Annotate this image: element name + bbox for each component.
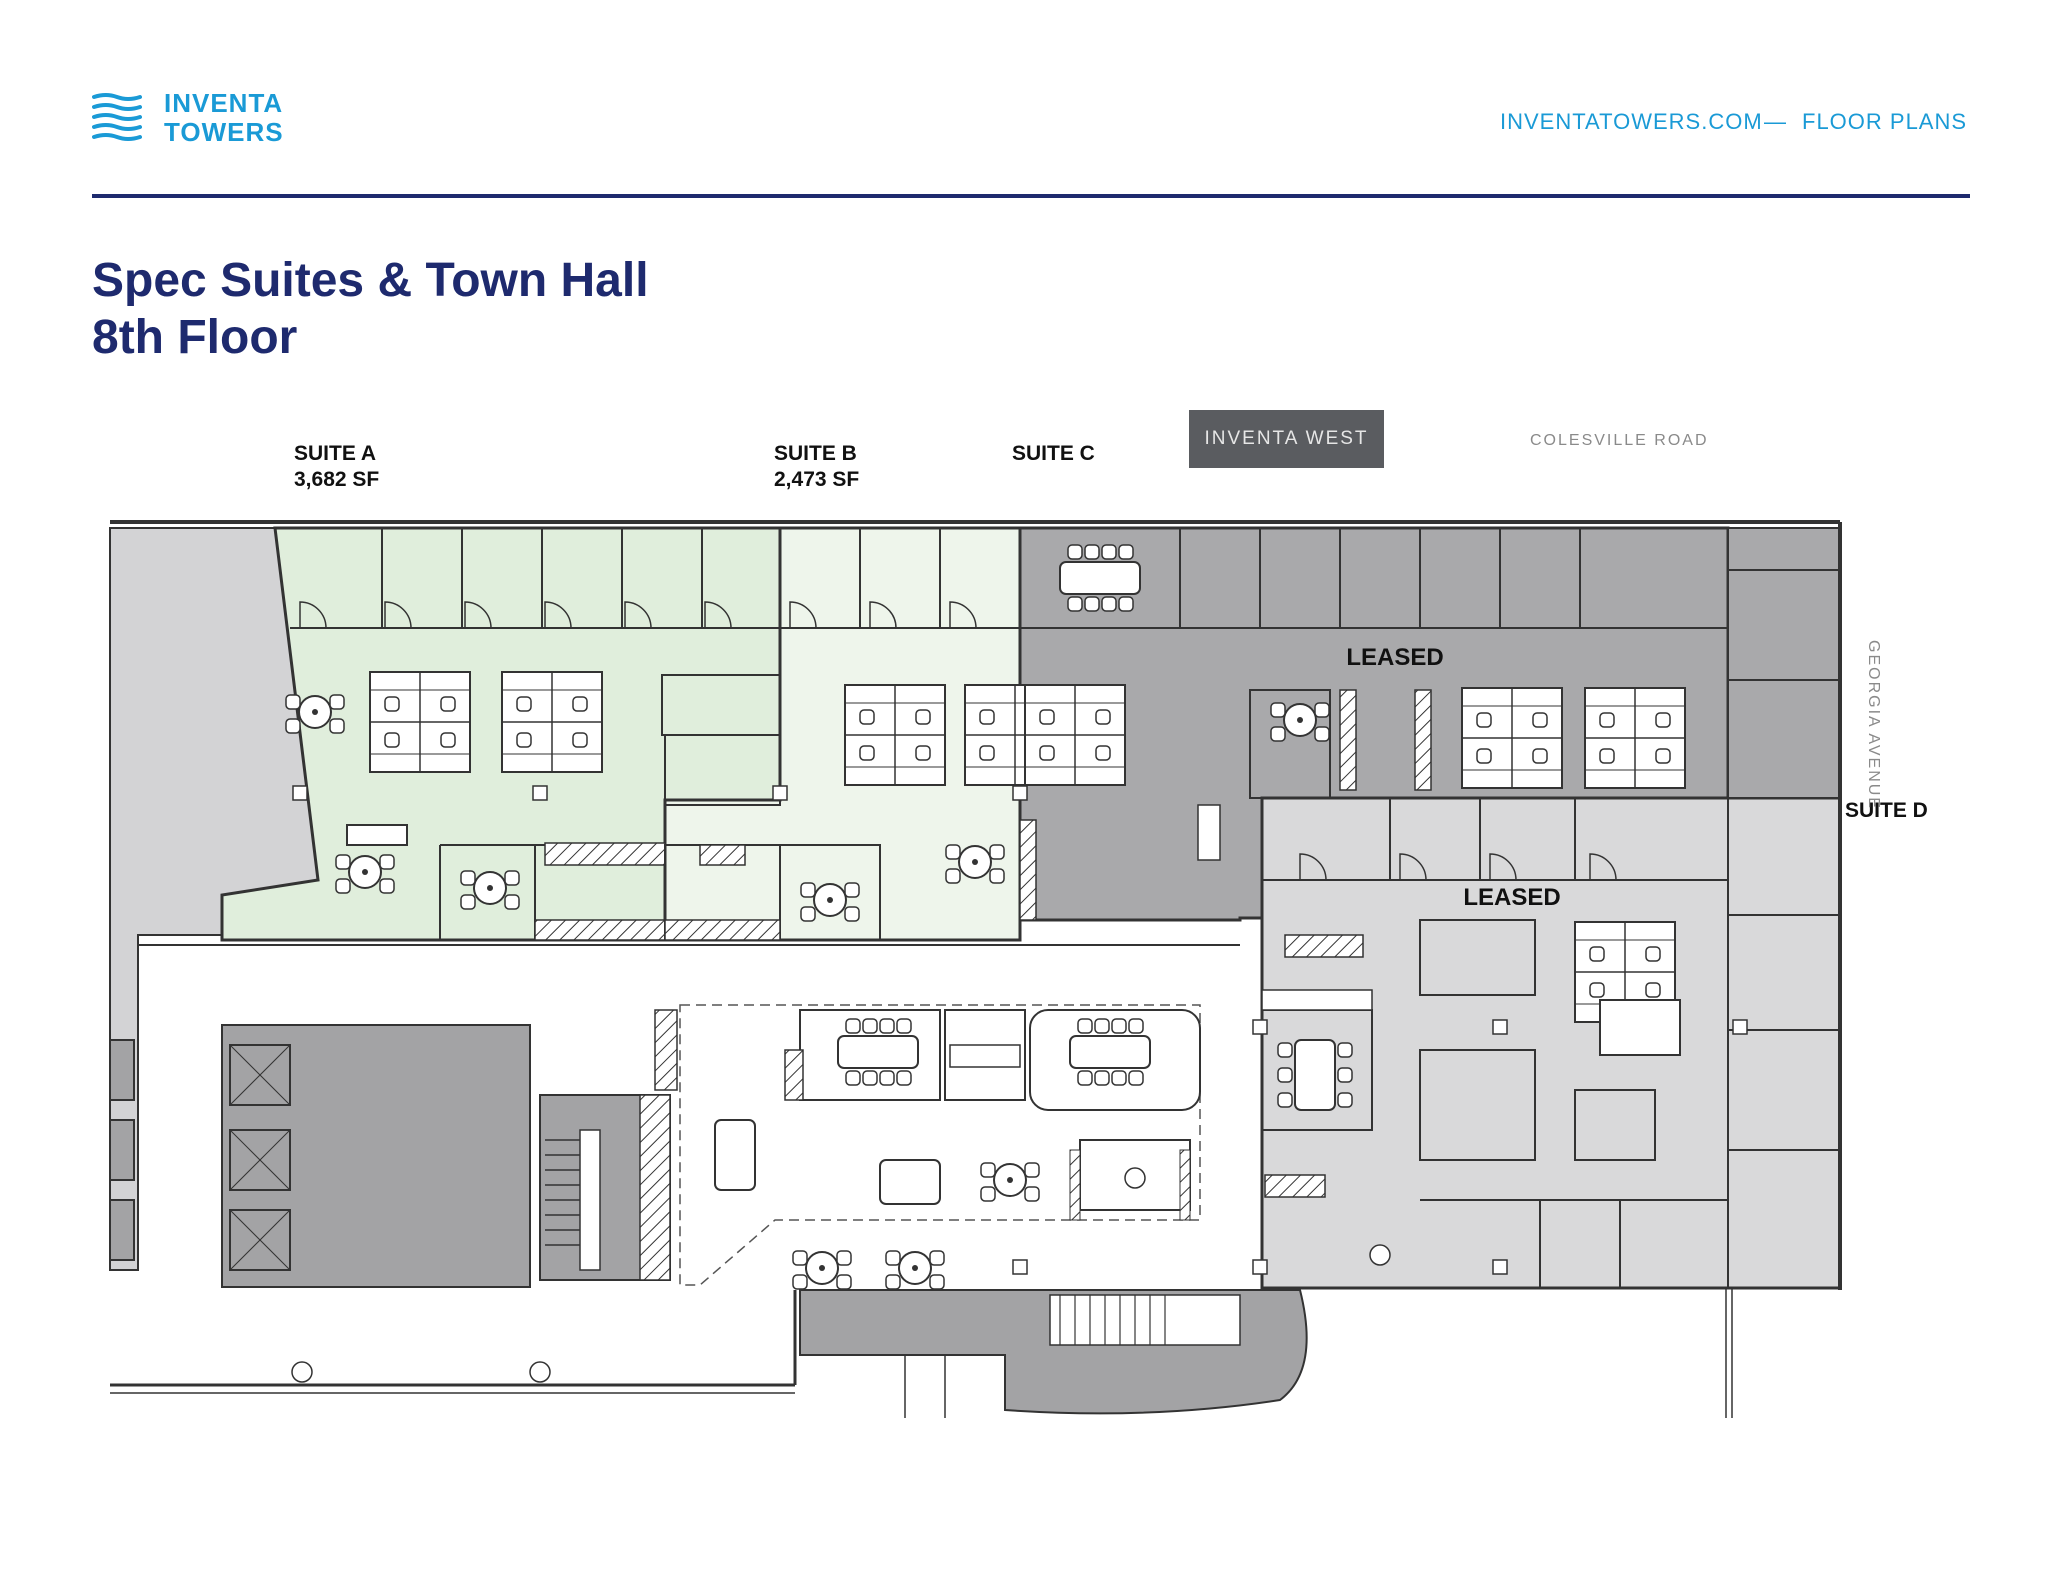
suite-a-name: SUITE A: [294, 442, 377, 465]
floor-plans-link[interactable]: FLOOR PLANS: [1802, 109, 1968, 134]
logo-line-1: INVENTA: [164, 88, 284, 118]
suite-b-label[interactable]: SUITE B 2,473 SF: [774, 441, 859, 493]
suite-a-area: 3,682 SF: [294, 468, 380, 491]
inventa-west-tag: INVENTA WEST: [1189, 410, 1384, 468]
website-link[interactable]: INVENTATOWERS.COM: [1500, 109, 1763, 134]
logo-wordmark[interactable]: INVENTA TOWERS: [164, 89, 284, 147]
street-colesville-road: COLESVILLE ROAD: [1530, 432, 1709, 449]
header-rule: [92, 194, 1970, 198]
logo-line-2: TOWERS: [164, 117, 284, 147]
suite-c-leased-label: LEASED: [1346, 644, 1443, 671]
suite-b-area: 2,473 SF: [774, 468, 860, 491]
town-hall-zone: [679, 1004, 1201, 1286]
suite-a-label[interactable]: SUITE A 3,682 SF: [294, 441, 379, 493]
page-title-line-2: 8th Floor: [92, 311, 298, 364]
header-separator: —: [1764, 109, 1787, 134]
suite-d-label[interactable]: SUITE D: [1845, 799, 1928, 822]
suite-c-label[interactable]: SUITE C: [1012, 442, 1095, 465]
suite-d-leased-label: LEASED: [1463, 884, 1560, 911]
page-title: Spec Suites & Town Hall 8th Floor: [92, 252, 649, 366]
page-title-line-1: Spec Suites & Town Hall: [92, 254, 649, 307]
logo-waves-icon: [92, 93, 142, 141]
suite-b-name: SUITE B: [774, 442, 857, 465]
